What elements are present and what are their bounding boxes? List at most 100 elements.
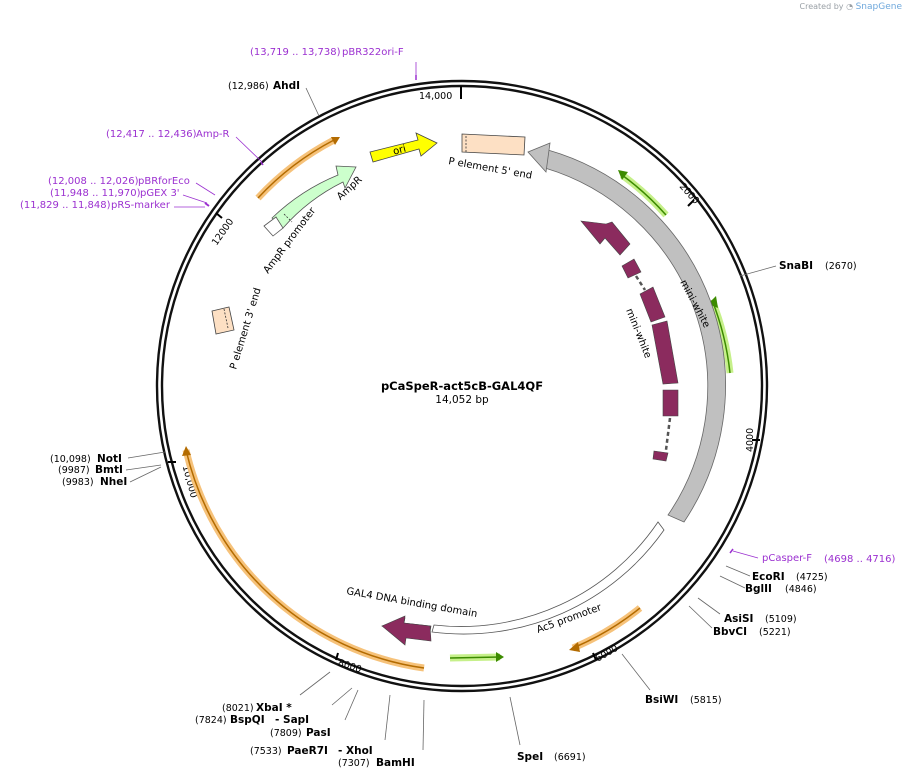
primer-labels: (13,719 .. 13,738) pBR322ori-F (12,417 .…	[20, 47, 896, 565]
site-name-sapi: - SapI	[275, 714, 309, 726]
site-name-snabi: SnaBI	[779, 260, 813, 272]
orange-band-left-line	[185, 449, 425, 669]
tick-label-4000: 4000	[745, 428, 756, 452]
tick-label-12000: 12000	[210, 217, 236, 248]
site-pos-ecori: (4725)	[796, 572, 828, 583]
site-pos-nhei: (9983)	[62, 477, 94, 488]
ampr-arrow	[271, 165, 357, 229]
ac5-promoter-arc	[431, 521, 665, 635]
primer-range-ampr: (12,417 .. 12,436)	[106, 129, 197, 140]
primer-leader-pbrforeco	[195, 182, 216, 196]
mini-white-exon-1	[580, 220, 631, 256]
snapgene-watermark: Created by ◔ SnapGene	[800, 2, 903, 12]
plasmid-title: pCaSpeR-act5cB-GAL4QF 14,052 bp	[381, 379, 543, 406]
green-band-bottom-arrowhead-icon	[496, 652, 504, 662]
ampr-band-arrowhead-icon	[331, 137, 340, 145]
site-name-paer7i: PaeR7I	[287, 745, 328, 757]
mini-white-outer-arc	[544, 149, 726, 523]
site-pos-bspqi: (7824)	[195, 715, 227, 726]
site-name-bsiwi: BsiWI	[645, 694, 678, 706]
primer-name-prs: pRS-marker	[111, 200, 171, 211]
site-name-bglii: BglII	[745, 583, 772, 595]
site-name-asisi: AsiSI	[724, 613, 753, 625]
green-band-1-arrowhead-icon	[618, 170, 628, 180]
site-name-bspqi: BspQI	[230, 714, 265, 726]
ampr-dotline	[283, 213, 293, 223]
site-leader-bmti	[125, 464, 162, 471]
site-pos-xbai: (8021)	[222, 703, 254, 714]
primer-range-pbr322ori: (13,719 .. 13,738)	[250, 47, 341, 58]
mini-white-exon-4	[651, 320, 679, 385]
tick-label-14000: 14,000	[419, 91, 452, 102]
primer-leader-pgex	[182, 194, 208, 204]
orange-band-left	[182, 449, 425, 672]
site-leader-bamhi	[422, 699, 425, 751]
tick-2000	[687, 199, 695, 207]
primer-name-pbr322ori: pBR322ori-F	[342, 47, 404, 58]
site-pos-spei: (6691)	[554, 752, 586, 763]
primer-name-ampr: Amp-R	[196, 129, 230, 140]
mini-white-exon-2	[621, 258, 642, 279]
primer-mark-ampr	[260, 161, 264, 166]
p-element-5-label: P element 5' end	[447, 156, 532, 182]
tick-label-2000: 2000	[677, 181, 701, 206]
p-element-5-box	[461, 133, 526, 156]
primer-mark-pbrforeco	[204, 202, 210, 207]
tick-8000	[335, 652, 339, 661]
site-name-ahdi: AhdI	[273, 80, 300, 92]
mini-white-arrowhead-icon	[527, 142, 551, 173]
tick-12000	[215, 212, 223, 219]
primer-range-pbrforeco: (12,008 .. 12,026)	[48, 176, 139, 187]
ori-label: ori	[392, 144, 407, 158]
site-name-ecori: EcoRI	[752, 571, 785, 583]
primer-name-pcasper: pCasper-F	[762, 553, 812, 564]
site-leader-xbai	[299, 671, 331, 696]
site-name-xhoi: - XhoI	[338, 745, 373, 757]
primer-leader-pcasper	[732, 550, 759, 559]
site-name-bamhi: BamHI	[376, 757, 415, 769]
site-pos-ahdi: (12,986)	[228, 81, 269, 92]
site-pos-bamhi: (7307)	[338, 758, 370, 769]
primer-name-pgex: pGEX 3'	[140, 188, 180, 199]
primer-range-prs: (11,829 .. 11,848)	[20, 200, 111, 211]
site-leader-asisi	[697, 597, 721, 615]
plasmid-name: pCaSpeR-act5cB-GAL4QF	[381, 379, 543, 393]
ampr-orange-band-line	[257, 139, 335, 199]
mini-white-exon-5	[662, 389, 679, 417]
mini-white-intron-2	[664, 417, 672, 451]
site-name-nhei: NheI	[100, 476, 127, 488]
site-leader-bsiwi	[621, 653, 651, 691]
green-band-bottom-line	[449, 656, 501, 659]
site-leader-ahdi	[305, 87, 320, 117]
watermark-prefix: Created by	[799, 2, 844, 11]
site-pos-bbvci: (5221)	[759, 627, 791, 638]
watermark-brand: SnapGene	[855, 2, 902, 12]
site-pos-bsiwi: (5815)	[690, 695, 722, 706]
site-name-bbvci: BbvCI	[713, 626, 747, 638]
primer-range-pcasper: (4698 .. 4716)	[824, 554, 896, 565]
primer-name-pbrforeco: pBRforEco	[138, 176, 190, 187]
site-leader-paer7i	[384, 694, 391, 741]
site-leader-pasi	[344, 689, 359, 721]
site-leader-ecori	[725, 565, 751, 577]
tick-label-8000: 8000	[336, 657, 362, 675]
backbone-arrows	[182, 136, 734, 672]
backbone-outer-ring	[155, 79, 769, 693]
ori-arrow	[369, 132, 438, 163]
site-leader-bglii	[719, 575, 746, 589]
plasmid-size: 14,052 bp	[435, 394, 489, 406]
ampr-promoter-arrow	[263, 216, 284, 237]
gal4-dbd-label: GAL4 DNA binding domain	[345, 586, 478, 620]
site-name-spei: SpeI	[517, 751, 543, 763]
site-name-bmti: BmtI	[95, 464, 123, 476]
snapgene-logo-icon: ◔	[846, 2, 854, 11]
site-pos-paer7i: (7533)	[250, 746, 282, 757]
site-leader-nhei	[129, 466, 162, 483]
primer-mark-pcasper	[729, 548, 734, 554]
gal4-dbd-arrow-body	[381, 615, 432, 646]
primer-markers	[204, 75, 734, 554]
mini-white-intron-1	[634, 275, 647, 291]
primer-leader-ampr	[235, 136, 263, 163]
site-name-noti: NotI	[97, 453, 122, 465]
